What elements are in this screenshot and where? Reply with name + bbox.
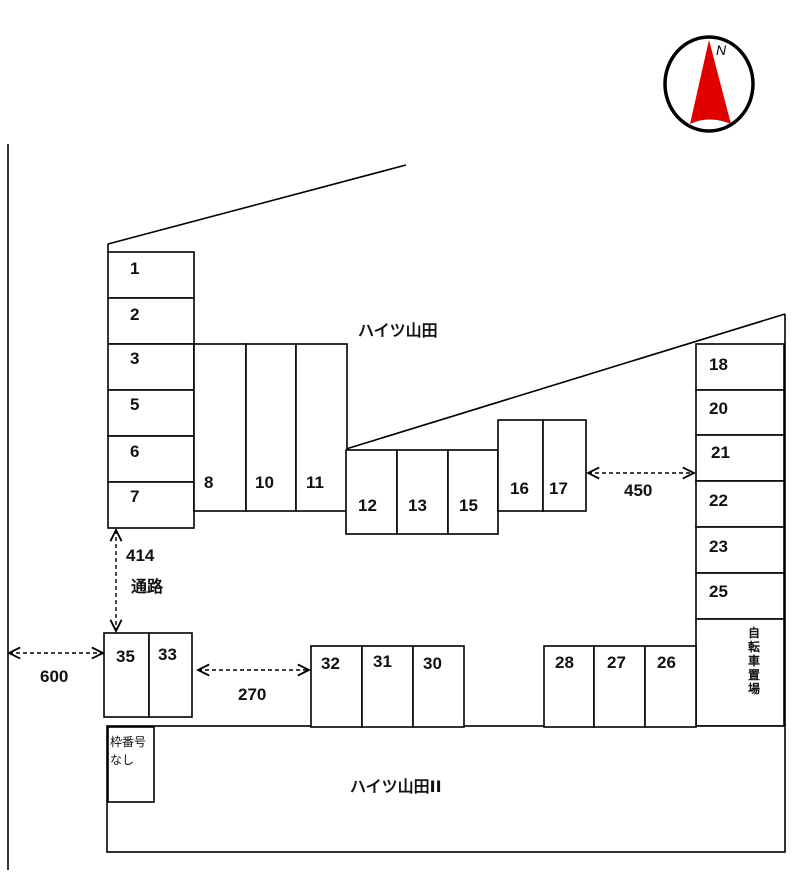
building-annex: [106, 725, 786, 853]
bicycle-parking-box: [695, 618, 785, 727]
parking-space-8[interactable]: [193, 343, 247, 512]
space-number: 8: [204, 473, 213, 492]
space-number: 31: [373, 652, 392, 671]
middle-gap-label: 270: [238, 685, 266, 704]
space-number: 35: [116, 647, 135, 666]
parking-space-18[interactable]: [695, 343, 785, 391]
upper-row-a-spaces: 8 10 11: [193, 343, 348, 512]
lower-mid-spaces: 32 31 30: [310, 645, 465, 728]
space-number: 7: [130, 487, 139, 506]
building-main-label: ハイツ山田: [358, 321, 438, 340]
right-gap-label: 450: [624, 481, 652, 500]
space-number: 17: [549, 479, 568, 498]
parking-space-20[interactable]: [695, 389, 785, 436]
space-number: 13: [408, 496, 427, 515]
parking-space-6[interactable]: [107, 435, 195, 483]
passage-width-label: 414: [126, 546, 155, 565]
bicycle-parking-area: 自 転 車 置 場: [695, 618, 785, 727]
space-number: 33: [158, 645, 177, 664]
lower-left-spaces: 35 33: [103, 632, 193, 718]
passage-label: 通路: [131, 577, 164, 596]
compass-north-label: N: [716, 42, 727, 58]
space-number: 6: [130, 442, 139, 461]
space-number: 10: [255, 473, 274, 492]
parking-space-26[interactable]: [644, 645, 697, 728]
parking-space-33[interactable]: [148, 632, 193, 718]
space-number: 15: [459, 496, 478, 515]
parking-space-23[interactable]: [695, 526, 785, 574]
north-arrow-icon: [690, 40, 731, 124]
space-number: 18: [709, 355, 728, 374]
space-number: 20: [709, 399, 728, 418]
unnumbered-label: なし: [110, 753, 134, 767]
space-number: 21: [711, 443, 730, 462]
parking-space-5[interactable]: [107, 389, 195, 437]
parking-space-30[interactable]: [412, 645, 465, 728]
parking-space-35[interactable]: [103, 632, 150, 718]
parking-space-27[interactable]: [593, 645, 646, 728]
bicycle-parking-char: 置: [748, 668, 760, 682]
space-number: 5: [130, 395, 139, 414]
bicycle-parking-char: 転: [748, 639, 760, 654]
building-annex-label: ハイツ山田II: [350, 777, 442, 796]
space-number: 27: [607, 653, 626, 672]
lower-right-spaces: 28 27 26: [543, 645, 697, 728]
site-boundary-diagonal-2: [345, 313, 786, 450]
unnumbered-space[interactable]: [107, 726, 155, 803]
parking-space-13[interactable]: [396, 449, 449, 535]
space-number: 11: [306, 473, 324, 492]
space-number: 12: [358, 496, 377, 515]
site-boundary-diagonal-1: [107, 164, 407, 245]
space-number: 25: [709, 582, 728, 601]
parking-space-15[interactable]: [447, 449, 499, 535]
space-number: 22: [709, 491, 728, 510]
parking-space-22[interactable]: [695, 480, 785, 528]
space-number: 30: [423, 654, 442, 673]
parking-space-7[interactable]: [107, 481, 195, 529]
bicycle-parking-char: 自: [748, 625, 760, 640]
upper-row-b-spaces: 12 13 15: [345, 449, 499, 535]
left-column-spaces: 1 2 3 5 6 7: [107, 251, 195, 529]
space-number: 16: [510, 479, 529, 498]
parking-space-21[interactable]: [695, 434, 785, 482]
parking-space-10[interactable]: [245, 343, 297, 512]
space-number: 23: [709, 537, 728, 556]
upper-row-c-spaces: 16 17: [497, 419, 587, 512]
space-number: 2: [130, 305, 139, 324]
space-number: 1: [130, 259, 139, 278]
bicycle-parking-char: 場: [748, 681, 760, 696]
parking-space-3[interactable]: [107, 343, 195, 391]
compass: N: [663, 35, 755, 133]
parking-space-28[interactable]: [543, 645, 595, 728]
parking-space-1[interactable]: [107, 251, 195, 299]
parking-space-17[interactable]: [542, 419, 587, 512]
parking-space-2[interactable]: [107, 297, 195, 345]
unnumbered-label: 枠番号: [110, 735, 146, 749]
space-number: 28: [555, 653, 574, 672]
parking-space-32[interactable]: [310, 645, 363, 728]
parking-space-12[interactable]: [345, 449, 398, 535]
space-number: 32: [321, 654, 340, 673]
space-number: 26: [657, 653, 676, 672]
parking-space-11[interactable]: [295, 343, 348, 512]
parking-space-31[interactable]: [361, 645, 414, 728]
right-column-spaces: 18 20 21 22 23 25: [695, 343, 785, 620]
bicycle-parking-char: 車: [748, 653, 760, 668]
space-number: 3: [130, 349, 139, 368]
left-gap-label: 600: [40, 667, 68, 686]
